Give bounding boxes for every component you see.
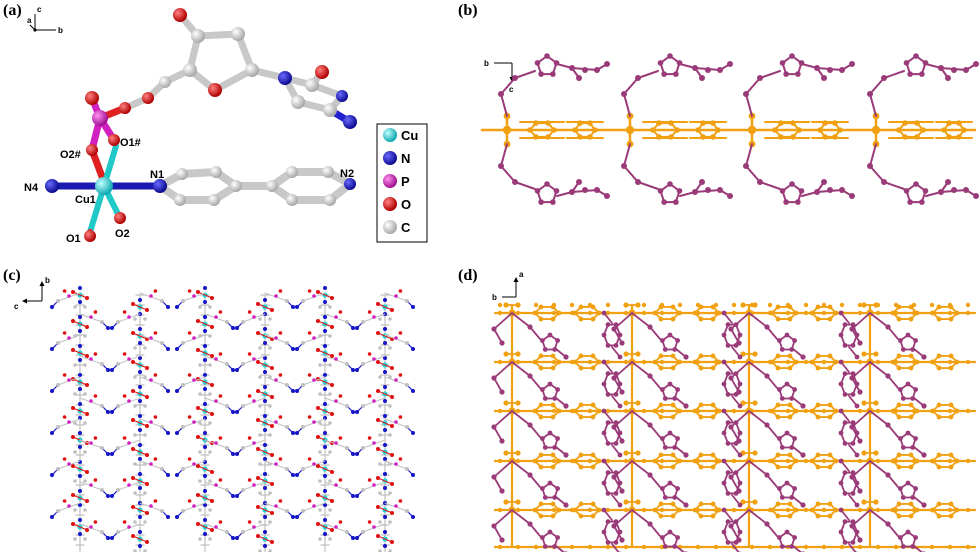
- element-legend: Cu N P O C: [376, 123, 428, 243]
- axis-label-c2: c: [14, 302, 19, 311]
- atom-label-n4: N4: [24, 182, 39, 194]
- axis-label-a3: b: [58, 26, 63, 35]
- atom-label-cu1: Cu1: [75, 194, 96, 206]
- atoms: [45, 8, 357, 242]
- legend-item-p: P: [383, 174, 410, 189]
- panel-a: (a) a c b: [0, 0, 440, 265]
- atom-label-n1: N1: [150, 169, 164, 181]
- axis-label-b1: b: [484, 59, 489, 68]
- atom-label-o2: O2: [115, 228, 130, 240]
- atom-label-o1h: O1#: [120, 137, 141, 149]
- coordination-environment-diagram: a c b: [24, 5, 428, 245]
- svg-text:P: P: [401, 174, 410, 189]
- axis-label-c1: b: [45, 276, 50, 285]
- panel-d: (d) a b: [440, 265, 979, 552]
- svg-text:N: N: [401, 151, 410, 166]
- svg-text:Cu: Cu: [401, 128, 418, 143]
- packing-diagram: [50, 286, 415, 552]
- axis-label-d2: b: [492, 293, 497, 302]
- framework-network: [491, 302, 977, 552]
- svg-text:O: O: [401, 197, 411, 212]
- legend-item-cu: Cu: [383, 128, 418, 143]
- svg-text:C: C: [401, 220, 411, 235]
- legend-item-n: N: [383, 151, 410, 166]
- axis-label-b2: c: [509, 85, 514, 94]
- axis-label-a2: c: [37, 5, 42, 14]
- panel-label-b: (b): [458, 2, 478, 19]
- axis-triad-b: b c: [484, 59, 515, 94]
- coordination-chain: [480, 53, 979, 205]
- chain-view-b: b c: [480, 53, 979, 205]
- panel-label-c: (c): [3, 267, 21, 284]
- legend-item-c: C: [383, 220, 411, 235]
- axis-label-a1: a: [27, 16, 32, 25]
- panel-c: (c) b c: [0, 265, 440, 552]
- axis-label-d1: a: [519, 270, 524, 279]
- panel-b: (b) b c: [440, 0, 979, 265]
- legend-item-o: O: [383, 197, 411, 212]
- atom-label-o1: O1: [66, 233, 81, 245]
- bonds: [48, 11, 354, 241]
- atom-label-o2h: O2#: [60, 149, 81, 161]
- framework-view-d: a b: [491, 270, 977, 552]
- panel-label-a: (a): [3, 2, 22, 19]
- packing-view-c: b c: [14, 276, 415, 552]
- panel-label-d: (d): [458, 267, 478, 284]
- axis-triad-c: b c: [14, 276, 50, 311]
- atom-label-n2: N2: [340, 168, 354, 180]
- axis-triad-d: a b: [492, 270, 524, 302]
- axis-triad-a: a c b: [27, 5, 63, 35]
